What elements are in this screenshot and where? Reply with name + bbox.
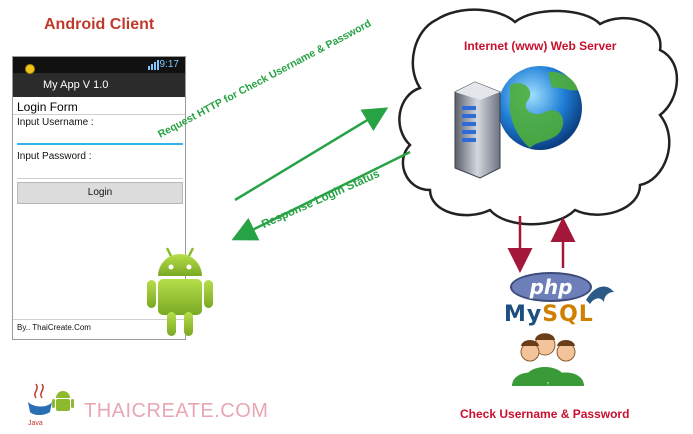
php-logo: php <box>510 272 592 302</box>
mysql-my: My <box>504 302 543 327</box>
password-input[interactable] <box>17 165 183 179</box>
mysql-sql: SQL <box>542 302 594 327</box>
divider <box>13 114 185 115</box>
request-arrow <box>234 107 389 202</box>
mysql-logo: MySQL <box>504 302 594 327</box>
login-form-title: Login Form <box>17 100 78 114</box>
java-icon <box>28 383 52 415</box>
brand-name: THAICREATE.COM <box>84 400 269 422</box>
android-robot-icon <box>147 247 213 336</box>
password-label: Input Password : <box>17 151 92 162</box>
username-input[interactable] <box>17 131 183 145</box>
response-arrow <box>231 150 411 241</box>
android-small-icon <box>52 391 74 411</box>
check-credentials-title: Check Username & Password <box>460 407 630 421</box>
username-label: Input Username : <box>17 117 94 128</box>
server-icon <box>454 81 501 179</box>
web-server-title: Internet (www) Web Server <box>464 39 617 53</box>
action-bar: My App V 1.0 <box>13 73 185 97</box>
login-button[interactable]: Login <box>17 182 183 204</box>
divider <box>13 319 185 320</box>
java-label: Java <box>28 420 43 427</box>
users-icon <box>512 333 584 386</box>
status-time: 9:17 <box>159 59 179 70</box>
phone-footer: By.. ThaiCreate.Com <box>17 323 91 332</box>
signal-icon <box>148 60 159 70</box>
phone-screen: 9:17 My App V 1.0 Login Form Input Usern… <box>12 56 186 340</box>
dolphin-icon <box>586 286 614 304</box>
app-icon <box>25 64 35 74</box>
android-client-title: Android Client <box>44 16 155 33</box>
status-bar: 9:17 <box>13 57 185 73</box>
app-title: My App V 1.0 <box>43 79 109 91</box>
